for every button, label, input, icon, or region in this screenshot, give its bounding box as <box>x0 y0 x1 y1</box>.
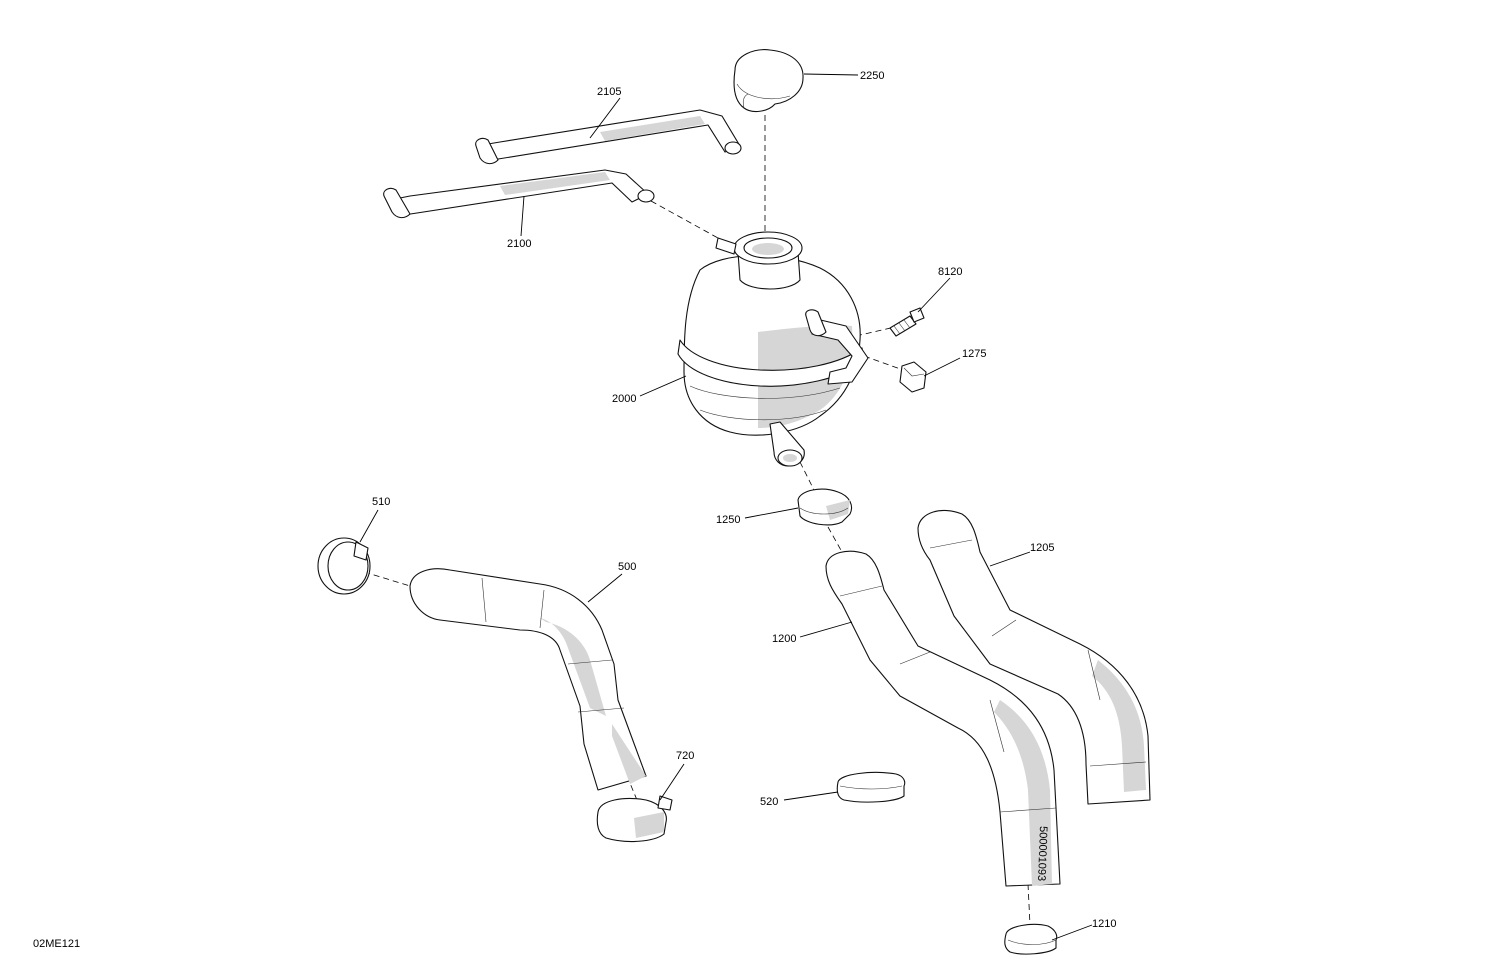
callout-1210: 1210 <box>1092 918 1116 930</box>
callout-720: 720 <box>676 750 694 762</box>
hose-clamp-1210 <box>1004 923 1058 955</box>
coolant-hose-left <box>409 568 647 791</box>
hose-clamp-720 <box>596 795 673 843</box>
assembly-lines <box>344 115 1031 926</box>
callout-520: 520 <box>760 796 778 808</box>
hose-clamp-left <box>317 537 371 595</box>
hose-clamp-upper <box>797 488 853 526</box>
callout-2250: 2250 <box>860 70 884 82</box>
callout-1200: 1200 <box>772 633 796 645</box>
leader-lines <box>359 73 1093 941</box>
callout-labels: 2250 2105 2100 8120 1275 2000 1250 510 5… <box>372 70 1116 930</box>
callout-2000: 2000 <box>612 393 636 405</box>
callout-1250: 1250 <box>716 514 740 526</box>
callout-2105: 2105 <box>597 86 621 98</box>
coolant-reservoir-tank <box>677 231 869 467</box>
bolt <box>889 307 925 337</box>
vent-hose-upper <box>475 109 742 165</box>
hose-marking-text: 500001093 <box>1035 826 1049 881</box>
callout-510: 510 <box>372 496 390 508</box>
coolant-hose-1205 <box>917 510 1151 805</box>
hose-clamp-520 <box>836 771 906 803</box>
callout-2100: 2100 <box>507 238 531 250</box>
figure-reference: 02ME121 <box>33 938 80 950</box>
vent-hose-lower <box>383 169 655 219</box>
callout-8120: 8120 <box>938 266 962 278</box>
callout-500: 500 <box>618 561 636 573</box>
coolant-hose-1200 <box>825 550 1061 887</box>
pressure-cap <box>733 49 804 113</box>
nut <box>899 361 927 393</box>
callout-1205: 1205 <box>1030 542 1054 554</box>
callout-1275: 1275 <box>962 348 986 360</box>
